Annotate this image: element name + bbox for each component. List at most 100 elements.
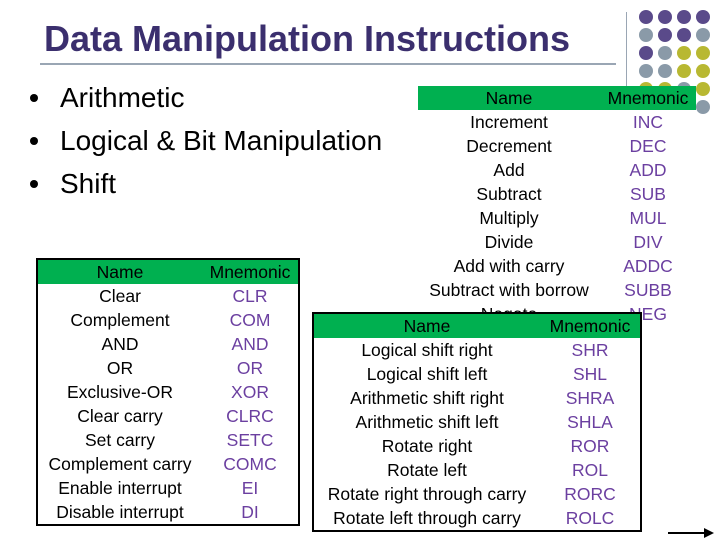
header-mnemonic: Mnemonic: [202, 259, 299, 284]
decor-dot: [696, 28, 710, 42]
bullet-label: Shift: [60, 167, 117, 199]
instruction-name: Subtract with borrow: [418, 278, 600, 302]
instruction-name: Set carry: [37, 428, 202, 452]
bullet-dot-icon: [30, 93, 38, 102]
instruction-name: Exclusive-OR: [37, 380, 202, 404]
bullet-shift: Shift: [30, 162, 382, 205]
instruction-mnemonic: DEC: [600, 134, 696, 158]
instruction-mnemonic: DI: [202, 500, 299, 525]
instruction-mnemonic: INC: [600, 110, 696, 134]
instruction-mnemonic: CLRC: [202, 404, 299, 428]
decor-dot: [658, 28, 672, 42]
header-mnemonic: Mnemonic: [600, 86, 696, 110]
instruction-name: Clear: [37, 284, 202, 308]
decor-dot: [658, 10, 672, 24]
instruction-mnemonic: CLR: [202, 284, 299, 308]
instruction-name: Rotate left through carry: [313, 506, 540, 531]
header-mnemonic: Mnemonic: [540, 313, 641, 338]
instruction-name: Add: [418, 158, 600, 182]
instruction-name: Complement: [37, 308, 202, 332]
instruction-name: Enable interrupt: [37, 476, 202, 500]
decor-dot: [696, 46, 710, 60]
decor-dot: [677, 28, 691, 42]
decor-dot: [639, 64, 653, 78]
next-arrow-icon[interactable]: [668, 528, 714, 538]
decor-dot: [677, 64, 691, 78]
decor-dot: [658, 46, 672, 60]
instruction-name: OR: [37, 356, 202, 380]
instruction-mnemonic: ROL: [540, 458, 641, 482]
bullet-arithmetic: Arithmetic: [30, 76, 382, 119]
instruction-name: Divide: [418, 230, 600, 254]
header-name: Name: [313, 313, 540, 338]
instruction-mnemonic: OR: [202, 356, 299, 380]
instruction-name: Rotate left: [313, 458, 540, 482]
instruction-mnemonic: SHL: [540, 362, 641, 386]
instruction-mnemonic: ADDC: [600, 254, 696, 278]
instruction-name: Rotate right through carry: [313, 482, 540, 506]
instruction-mnemonic: ADD: [600, 158, 696, 182]
instruction-name: Subtract: [418, 182, 600, 206]
bullet-dot-icon: [30, 136, 38, 145]
instruction-mnemonic: MUL: [600, 206, 696, 230]
instruction-name: Arithmetic shift left: [313, 410, 540, 434]
instruction-mnemonic: SUB: [600, 182, 696, 206]
corner-divider: [626, 12, 627, 122]
header-name: Name: [37, 259, 202, 284]
instruction-mnemonic: SHLA: [540, 410, 641, 434]
decor-dot: [696, 82, 710, 96]
instruction-name: AND: [37, 332, 202, 356]
instruction-mnemonic: SETC: [202, 428, 299, 452]
instruction-mnemonic: SUBB: [600, 278, 696, 302]
topic-list: Arithmetic Logical & Bit Manipulation Sh…: [30, 76, 382, 205]
instruction-mnemonic: AND: [202, 332, 299, 356]
slide-title: Data Manipulation Instructions: [44, 18, 571, 59]
instruction-mnemonic: SHR: [540, 338, 641, 362]
instruction-mnemonic: COM: [202, 308, 299, 332]
instruction-mnemonic: DIV: [600, 230, 696, 254]
header-name: Name: [418, 86, 600, 110]
instruction-name: Add with carry: [418, 254, 600, 278]
instruction-name: Logical shift left: [313, 362, 540, 386]
decor-dot: [658, 64, 672, 78]
instruction-name: Clear carry: [37, 404, 202, 428]
instruction-mnemonic: COMC: [202, 452, 299, 476]
instruction-name: Rotate right: [313, 434, 540, 458]
instruction-mnemonic: XOR: [202, 380, 299, 404]
decor-dot: [639, 46, 653, 60]
bullet-dot-icon: [30, 179, 38, 188]
decor-dot: [677, 46, 691, 60]
title-divider: [40, 63, 616, 65]
bullet-logical: Logical & Bit Manipulation: [30, 119, 382, 162]
instruction-mnemonic: ROLC: [540, 506, 641, 531]
instruction-name: Logical shift right: [313, 338, 540, 362]
decor-dot: [696, 100, 710, 114]
